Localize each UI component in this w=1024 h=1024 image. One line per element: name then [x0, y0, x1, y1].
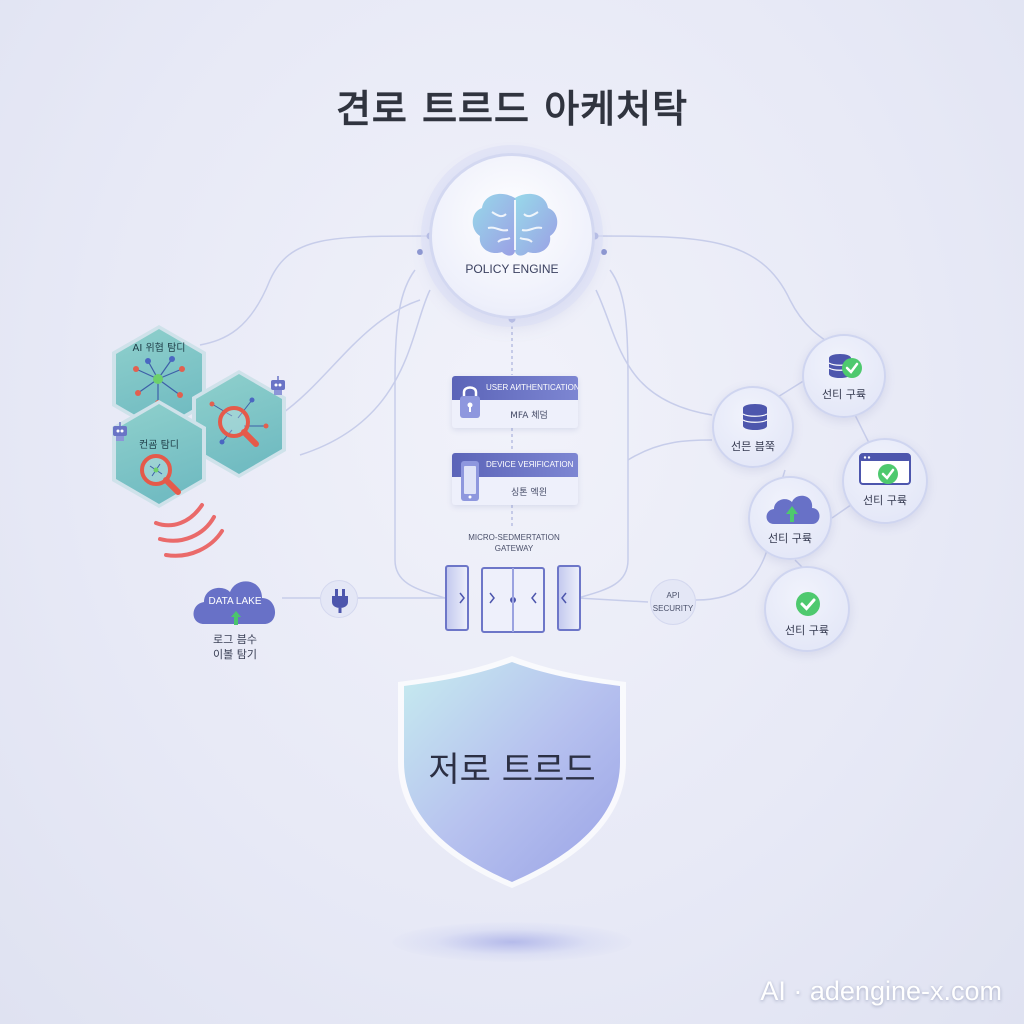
user-authentication-card[interactable]: USER AИTHENTICATION MFA 체덤: [452, 376, 578, 428]
card-title: DEVICE VEЯIFICATION: [486, 460, 574, 469]
right-node-1[interactable]: 선티 구륙: [802, 334, 886, 418]
hex-label: AI 위협 탐디: [132, 343, 186, 354]
node-label: 선티 구륙: [822, 388, 866, 401]
connector-plug-node[interactable]: [320, 580, 358, 618]
right-node-4[interactable]: 선티 구륙: [748, 476, 832, 560]
shield-label: 저로 트르드: [428, 750, 596, 790]
browser-check-icon: [859, 453, 911, 485]
node-label: 선믄 븜쭉: [731, 440, 775, 453]
plug-icon: [332, 589, 348, 613]
gateway-doors-icon[interactable]: [440, 560, 586, 636]
database-check-icon: [828, 354, 862, 378]
data-lake-node[interactable]: DATA LAKE: [188, 566, 282, 626]
shield-icon: [398, 656, 626, 888]
gateway-label: MICRO-SEDMERTATION GATEWAY: [440, 532, 588, 554]
database-icon: [742, 404, 768, 430]
right-node-3[interactable]: 선티 구륙: [842, 438, 928, 524]
card-subtitle: MFA 체덤: [510, 411, 548, 421]
watermark: AI · adengine-x.com: [760, 976, 1002, 1006]
api-label-line1: API: [666, 591, 680, 600]
lock-icon: [460, 386, 480, 418]
shield-shadow: [392, 922, 632, 962]
robot-icon: [113, 422, 127, 441]
data-lake-sub2: 이볼 탐기: [213, 648, 257, 661]
card-subtitle: 싱톤 엑윈: [511, 488, 547, 498]
data-lake-label: DATA LAKE: [208, 596, 262, 607]
api-security-node[interactable]: API SECURITY: [650, 579, 696, 625]
cloud-icon: [193, 581, 276, 624]
magnifier-icon: [140, 454, 181, 495]
policy-engine-node[interactable]: POLICY ENGINE: [429, 153, 595, 319]
robot-icon: [271, 376, 285, 395]
page-title: 견로 트르드 아케처탁: [335, 87, 689, 131]
alert-signal-icon: [154, 503, 224, 558]
node-label: 선티 구륙: [768, 532, 812, 545]
cloud-upload-icon: [766, 495, 820, 524]
phone-icon: [461, 461, 479, 501]
policy-engine-label: POLICY ENGINE: [465, 262, 559, 276]
hex-label: 컨굠 탐디: [139, 440, 179, 451]
check-icon: [796, 592, 820, 616]
data-lake-sub1: 로그 븜수: [213, 633, 257, 646]
right-node-5[interactable]: 선티 구륙: [764, 566, 850, 652]
right-node-2[interactable]: 선믄 븜쭉: [712, 386, 794, 468]
gateway-label-line2: GATEWAY: [494, 544, 534, 553]
gateway-label-line1: MICRO-SEDMERTATION: [468, 533, 560, 542]
node-label: 선티 구륙: [785, 624, 829, 637]
node-label: 선티 구륙: [863, 494, 907, 507]
upload-arrow-icon: [231, 611, 241, 625]
card-title: USER AИTHENTICATION: [486, 383, 578, 392]
magnifier-icon: [209, 397, 269, 447]
device-verification-card[interactable]: DEVICE VEЯIFICATION 싱톤 엑윈: [452, 453, 578, 505]
brain-icon: [472, 193, 558, 256]
api-label-line2: SECURITY: [652, 604, 694, 613]
